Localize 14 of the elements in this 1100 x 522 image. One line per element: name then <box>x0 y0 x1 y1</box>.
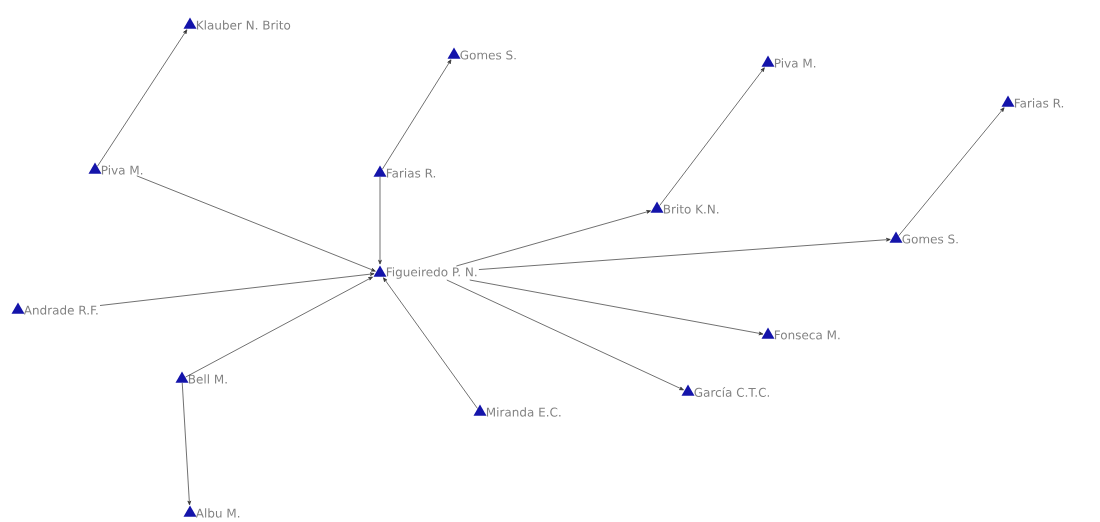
arrow <box>456 210 651 267</box>
arrow <box>659 67 765 206</box>
arrow <box>99 272 375 306</box>
arrow <box>97 29 188 167</box>
arrow <box>378 176 382 265</box>
arrow <box>383 277 478 409</box>
arrow <box>446 279 684 391</box>
arrow <box>185 276 373 378</box>
arrow <box>478 237 891 270</box>
arrow <box>469 279 764 336</box>
arrow <box>382 59 452 170</box>
arrow <box>136 175 376 272</box>
arrow <box>898 107 1005 237</box>
arrow <box>181 382 192 506</box>
